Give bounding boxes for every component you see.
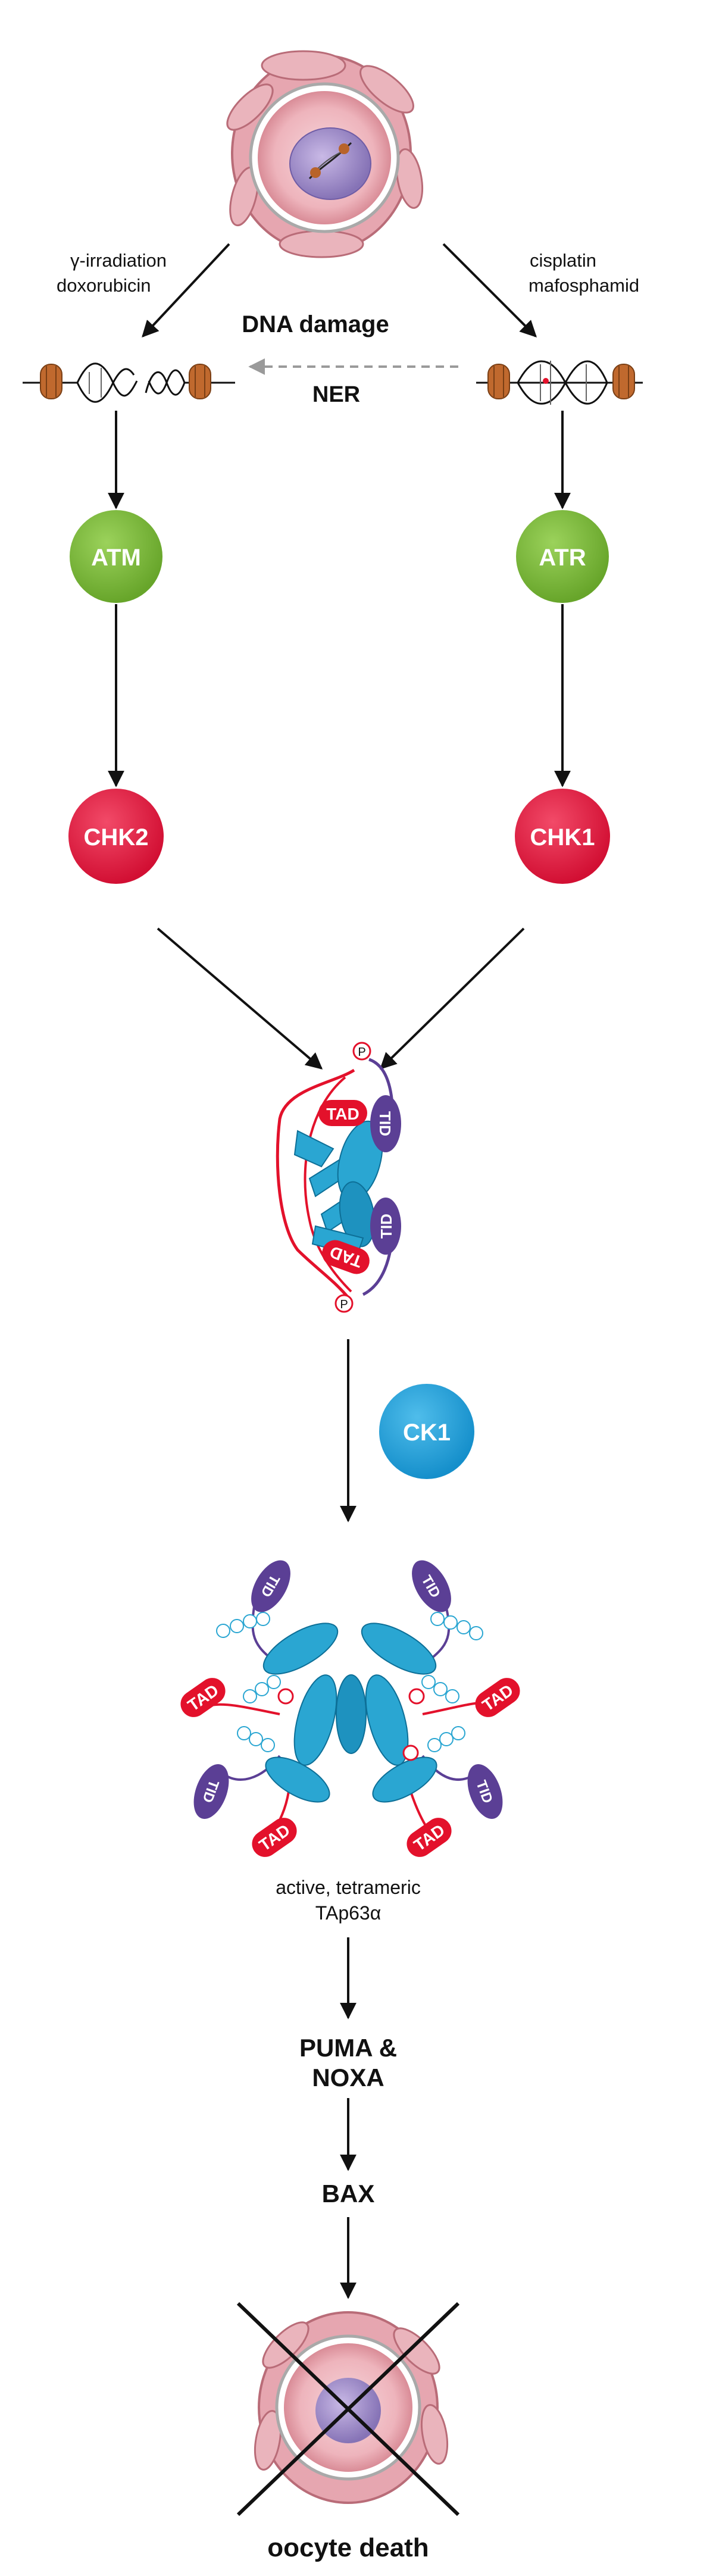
oocyte-death-label: oocyte death bbox=[267, 2533, 429, 2562]
dna-crosslink-icon bbox=[476, 360, 643, 405]
ck1-kinase: CK1 bbox=[379, 1384, 474, 1479]
cross-mark-icon bbox=[236, 2302, 460, 2516]
svg-text:TID: TID bbox=[376, 1111, 394, 1136]
tap63-tetramer-icon: TAD TAD TAD TAD TID TID TID TID bbox=[180, 1560, 520, 1857]
svg-text:P: P bbox=[340, 1298, 348, 1311]
svg-text:CHK1: CHK1 bbox=[530, 824, 595, 851]
tetramer-label-1: active, tetrameric bbox=[276, 1877, 421, 1898]
tetramer-label-2: TAp63α bbox=[315, 1902, 381, 1924]
svg-text:ATR: ATR bbox=[539, 545, 586, 571]
bax-label: BAX bbox=[322, 2180, 375, 2208]
left-agents-label-1: γ-irradiation bbox=[70, 250, 167, 271]
dna-damage-label: DNA damage bbox=[242, 311, 389, 337]
atr-kinase: ATR bbox=[516, 510, 609, 603]
svg-text:P: P bbox=[358, 1046, 365, 1059]
svg-text:TID: TID bbox=[377, 1214, 395, 1239]
atm-kinase: ATM bbox=[70, 510, 162, 603]
svg-text:ATM: ATM bbox=[91, 545, 141, 571]
ner-label: NER bbox=[312, 382, 360, 407]
dna-double-strand-break-icon bbox=[23, 362, 235, 403]
right-agents-label-1: cisplatin bbox=[530, 250, 596, 271]
puma-noxa-label-1: PUMA & bbox=[299, 2034, 397, 2062]
tap63-dimer-icon: TAD TAD TID TID P P bbox=[276, 1042, 401, 1313]
oocyte-top bbox=[226, 50, 424, 258]
svg-text:CK1: CK1 bbox=[403, 1420, 451, 1446]
svg-text:CHK2: CHK2 bbox=[84, 824, 149, 851]
left-agents-label-2: doxorubicin bbox=[57, 275, 151, 296]
right-agents-label-2: mafosphamid bbox=[529, 275, 639, 296]
puma-noxa-label-2: NOXA bbox=[312, 2064, 384, 2092]
chk2-kinase: CHK2 bbox=[68, 789, 164, 884]
svg-text:TAD: TAD bbox=[326, 1105, 359, 1123]
chk1-kinase: CHK1 bbox=[515, 789, 610, 884]
